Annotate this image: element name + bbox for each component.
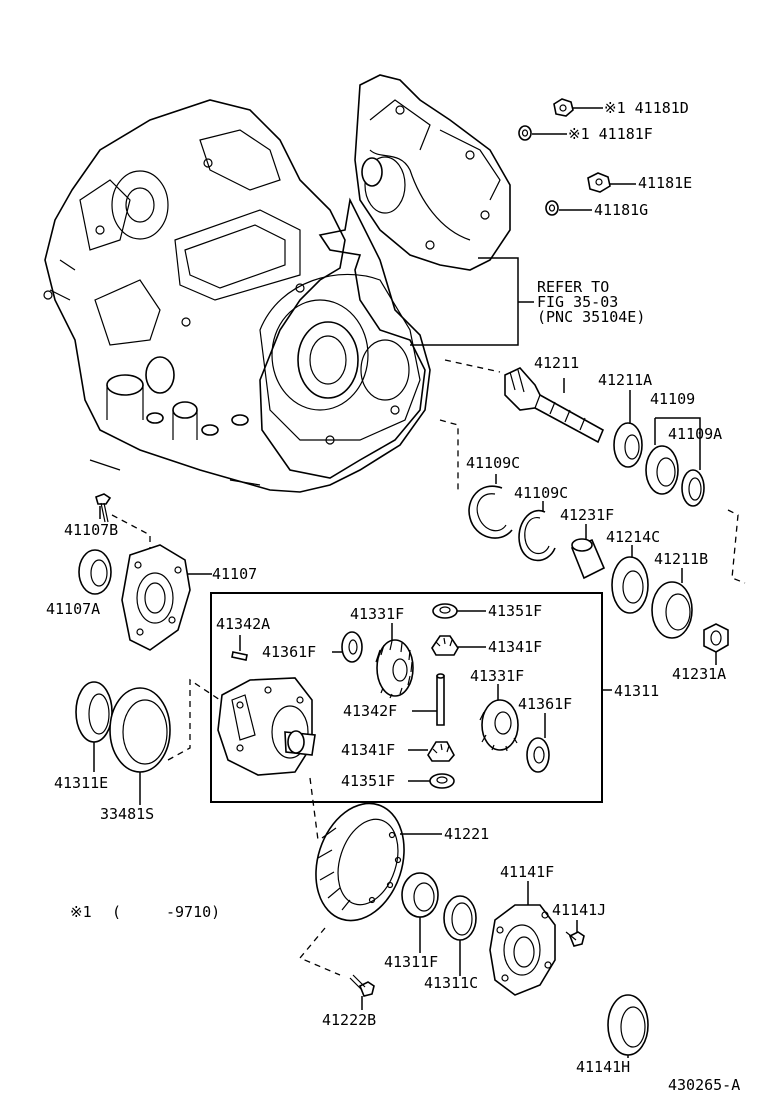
label-41231A: 41231A: [672, 665, 726, 683]
label-41351F-2: 41351F: [341, 772, 395, 790]
gear-41331F-1-drawing: [375, 639, 414, 699]
footnote-range: -9710): [166, 903, 220, 921]
label-41109C-1: 41109C: [466, 454, 520, 472]
transaxle-case-drawing: [43, 99, 431, 493]
retainer-41141F-drawing: [489, 904, 556, 996]
refer-line-2: FIG 35-03: [537, 293, 618, 311]
differential-case-drawing: [217, 677, 316, 776]
snap-ring-41109C-2-drawing: [518, 509, 556, 562]
label-41107: 41107: [212, 565, 257, 583]
seal-41141H-drawing: [607, 994, 649, 1056]
drive-pinion-41211-drawing: [504, 367, 605, 444]
bolt-41141J-drawing: [565, 931, 585, 947]
label-41181E: 41181E: [638, 174, 692, 192]
ring-gear-41221-drawing: [315, 802, 405, 922]
label-41109A: 41109A: [668, 425, 722, 443]
refer-line-1: REFER TO: [537, 278, 609, 296]
label-41141J: 41141J: [552, 901, 606, 919]
label-41181D: ※1 41181D: [604, 99, 689, 117]
label-41109C-2: 41109C: [514, 484, 568, 502]
label-41311C: 41311C: [424, 974, 478, 992]
label-41222B: 41222B: [322, 1011, 376, 1029]
label-41361F-1: 41361F: [262, 643, 316, 661]
bolt-41222B-drawing: [349, 974, 375, 997]
washer-41181F-drawing: [518, 125, 532, 141]
shaft-41342F-drawing: [436, 673, 445, 726]
spacer-41231F-drawing: [570, 538, 606, 580]
footnote-open-paren: (: [112, 903, 121, 921]
label-41311F: 41311F: [384, 953, 438, 971]
label-41109: 41109: [650, 390, 695, 408]
washer-41361F-1-drawing: [341, 631, 363, 663]
nut-41231A-drawing: [703, 623, 729, 653]
gear-41341F-1-drawing: [431, 635, 459, 656]
diagram-id: 430265-A: [668, 1076, 740, 1094]
bearing-41311E-drawing: [75, 681, 113, 743]
shim-41311C-drawing: [443, 895, 477, 941]
washer-41351F-2-drawing: [429, 773, 455, 789]
label-41214C: 41214C: [606, 528, 660, 546]
label-41181F: ※1 41181F: [568, 125, 653, 143]
label-41331F-1: 41331F: [350, 605, 404, 623]
label-41361F-2: 41361F: [518, 695, 572, 713]
label-41341F-1: 41341F: [488, 638, 542, 656]
label-41107A: 41107A: [46, 600, 100, 618]
label-41231F: 41231F: [560, 506, 614, 524]
label-33481S: 33481S: [100, 805, 154, 823]
gear-41341F-2-drawing: [427, 741, 455, 762]
label-41342F: 41342F: [343, 702, 397, 720]
bolt-41107B-drawing: [95, 493, 112, 523]
refer-line-3: (PNC 35104E): [537, 308, 645, 326]
shim-33481S-drawing: [109, 687, 171, 773]
washer-41181G-drawing: [545, 200, 559, 216]
housing-cover-drawing: [354, 74, 511, 271]
label-41341F-2: 41341F: [341, 741, 395, 759]
race-41109A-drawing: [681, 469, 705, 507]
retainer-41107-drawing: [121, 544, 191, 651]
label-41331F-2: 41331F: [470, 667, 524, 685]
bearing-41211A-drawing: [613, 422, 643, 468]
bearing-41211B-drawing: [651, 581, 693, 639]
label-41141F: 41141F: [500, 863, 554, 881]
footnote-marker: ※1: [70, 903, 92, 921]
label-41342A: 41342A: [216, 615, 270, 633]
bearing-41109-drawing: [645, 445, 679, 495]
pin-41342A-drawing: [231, 651, 248, 661]
label-41211: 41211: [534, 354, 579, 372]
label-41221: 41221: [444, 825, 489, 843]
label-41181G: 41181G: [594, 201, 648, 219]
snap-ring-41109C-1-drawing: [468, 485, 513, 539]
label-41351F-1: 41351F: [488, 602, 542, 620]
nut-41181D-drawing: [553, 98, 574, 117]
label-41311E: 41311E: [54, 774, 108, 792]
bearing-41311F-drawing: [401, 872, 439, 918]
label-41141H: 41141H: [576, 1058, 630, 1076]
nut-41181E-drawing: [587, 172, 611, 193]
differential-assembly-box: [210, 592, 603, 803]
seal-41107A-drawing: [78, 549, 112, 595]
washer-41361F-2-drawing: [526, 737, 550, 773]
gear-41331F-2-drawing: [479, 699, 519, 752]
washer-41351F-1-drawing: [432, 603, 458, 619]
seal-41214C-drawing: [611, 556, 649, 614]
label-41211A: 41211A: [598, 371, 652, 389]
label-41211B: 41211B: [654, 550, 708, 568]
label-41311: 41311: [614, 682, 659, 700]
label-41107B: 41107B: [64, 521, 118, 539]
